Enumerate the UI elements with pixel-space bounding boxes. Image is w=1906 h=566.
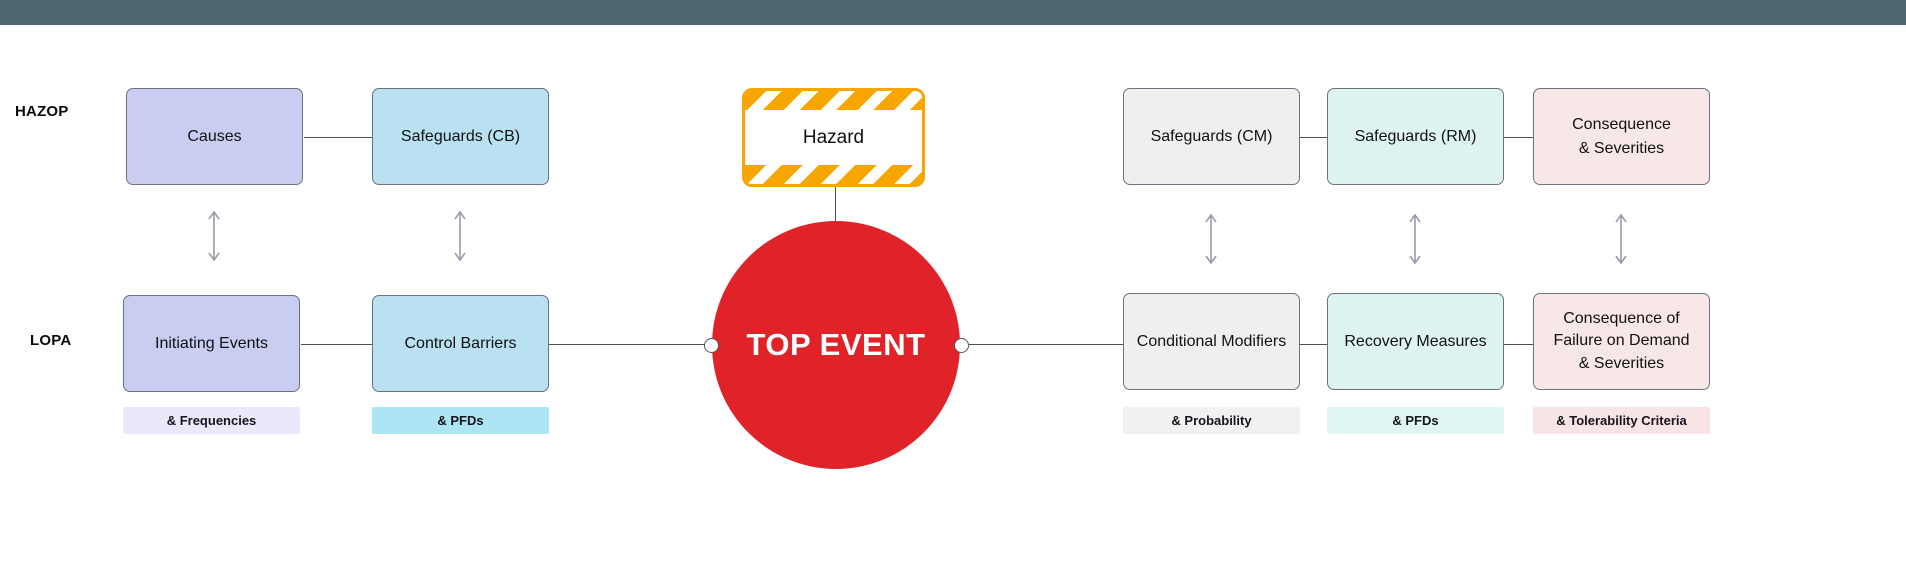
double-arrow-consequence — [1615, 213, 1627, 265]
connector-causes-cb — [304, 137, 372, 138]
double-arrow-cb — [454, 210, 466, 262]
connector-dot-left — [704, 338, 719, 353]
node-top-event: TOP EVENT — [712, 221, 960, 469]
node-safeguards-cb: Safeguards (CB) — [372, 88, 549, 185]
node-consequence-severities: Consequence & Severities — [1533, 88, 1710, 185]
connector-cm-rm — [1300, 137, 1327, 138]
node-recovery-measures: Recovery Measures — [1327, 293, 1504, 390]
connector-topevent-cm — [969, 344, 1123, 345]
connector-ie-cb — [301, 344, 372, 345]
hazard-label: Hazard — [802, 126, 865, 148]
connector-rm-consequence-bottom — [1504, 344, 1533, 345]
hazard-stripe-top — [745, 91, 922, 110]
node-hazard: Hazard — [742, 88, 925, 187]
node-safeguards-rm: Safeguards (RM) — [1327, 88, 1504, 185]
node-causes: Causes — [126, 88, 303, 185]
node-safeguards-cm: Safeguards (CM) — [1123, 88, 1300, 185]
node-initiating-events: Initiating Events — [123, 295, 300, 392]
node-conditional-modifiers: Conditional Modifiers — [1123, 293, 1300, 390]
node-consequence-failure-on-demand: Consequence of Failure on Demand & Sever… — [1533, 293, 1710, 390]
double-arrow-rm — [1409, 213, 1421, 265]
hazard-stripe-bottom — [745, 165, 922, 184]
tag-pfds-right: & PFDs — [1327, 407, 1504, 434]
row-label-lopa: LOPA — [30, 332, 72, 349]
node-control-barriers: Control Barriers — [372, 295, 549, 392]
tag-pfds-left: & PFDs — [372, 407, 549, 434]
connector-dot-right — [954, 338, 969, 353]
tag-frequencies: & Frequencies — [123, 407, 300, 434]
double-arrow-cm — [1205, 213, 1217, 265]
row-label-hazop: HAZOP — [15, 103, 69, 120]
connector-cb-topevent — [549, 344, 705, 345]
connector-hazard-topevent — [835, 187, 836, 223]
connector-rm-consequence — [1504, 137, 1533, 138]
tag-tolerability-criteria: & Tolerability Criteria — [1533, 407, 1710, 434]
double-arrow-causes — [208, 210, 220, 262]
top-title-bar — [0, 0, 1906, 25]
connector-cm-rm-bottom — [1300, 344, 1327, 345]
tag-probability: & Probability — [1123, 407, 1300, 434]
